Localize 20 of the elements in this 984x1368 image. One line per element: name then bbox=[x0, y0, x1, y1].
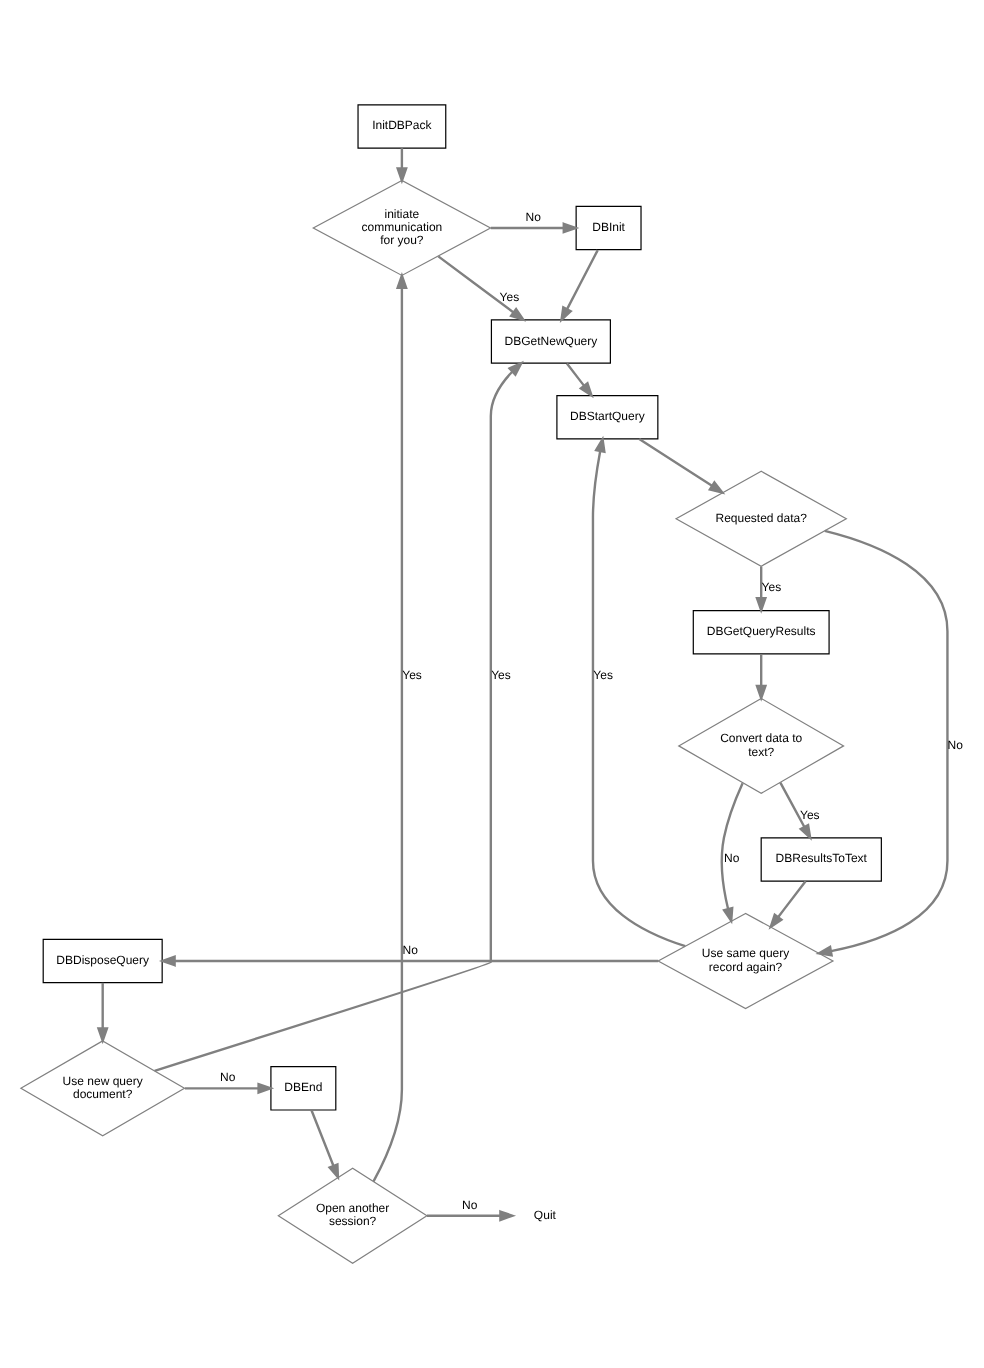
arrow bbox=[779, 782, 812, 841]
arrow bbox=[755, 654, 768, 702]
arrow bbox=[559, 249, 599, 324]
arrow bbox=[566, 362, 594, 399]
arrow bbox=[437, 255, 527, 322]
arrow bbox=[372, 272, 408, 1182]
arrow bbox=[396, 148, 408, 185]
arrow bbox=[591, 435, 686, 948]
arrow bbox=[426, 1209, 517, 1222]
arrow bbox=[96, 982, 109, 1045]
arrow bbox=[184, 1082, 275, 1095]
arrow bbox=[815, 529, 949, 957]
arrow bbox=[310, 1109, 340, 1181]
arrow bbox=[154, 360, 524, 1072]
arrow bbox=[755, 566, 768, 614]
arrow bbox=[768, 880, 807, 930]
arrow bbox=[158, 955, 659, 967]
arrow bbox=[638, 437, 726, 495]
arrow bbox=[720, 782, 744, 925]
arrow bbox=[490, 222, 580, 234]
